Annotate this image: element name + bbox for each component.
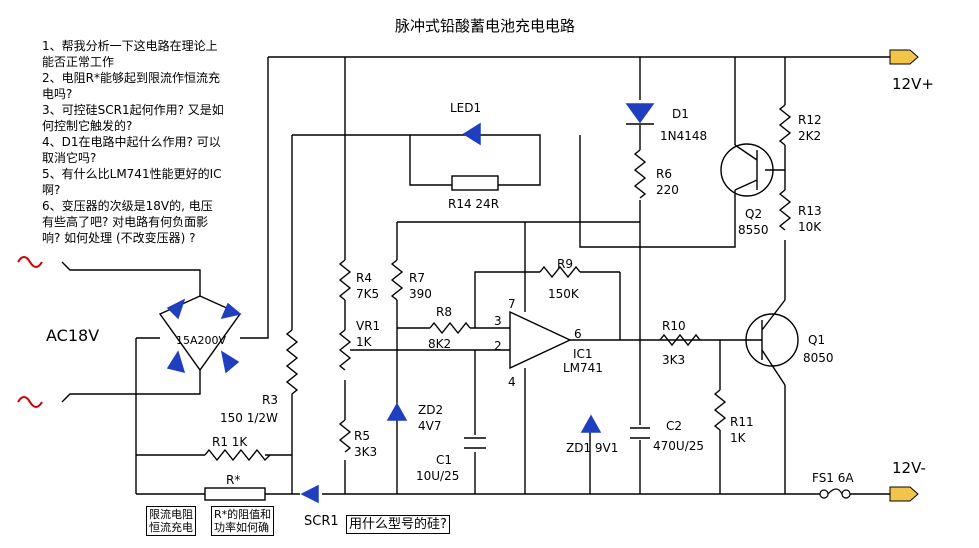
label-r8-value: 8K2: [428, 337, 452, 351]
label-r6: R6: [656, 167, 672, 181]
note-scr-question: 用什么型号的硅?: [349, 517, 447, 532]
ac-bottom-icon: [17, 396, 43, 408]
label-r3-value: 150 1/2W: [220, 411, 278, 425]
label-r12-value: 2K2: [798, 129, 822, 143]
label-led1: LED1: [450, 101, 482, 115]
label-ic1: IC1: [573, 347, 593, 361]
label-r11: R11: [730, 415, 754, 429]
zigzags: [204, 104, 792, 462]
label-r11-value: 1K: [730, 431, 746, 445]
diagram-title: 脉冲式铅酸蓄电池充电电路: [395, 17, 576, 35]
question-line: 6、变压器的次级是18V的, 电压: [42, 199, 213, 213]
diodes: [166, 103, 655, 504]
label-r5-value: 3K3: [354, 445, 378, 459]
label-c2-value: 470U/25: [653, 439, 704, 453]
label-r4: R4: [356, 271, 372, 285]
label-pin2: 2: [494, 339, 502, 353]
label-r9: R9: [557, 257, 573, 271]
question-line: 能否正常工作: [42, 55, 115, 69]
question-line: 何控制它触发的?: [42, 119, 133, 133]
ac-top-icon: [17, 256, 43, 268]
label-r4-value: 7K5: [356, 287, 380, 301]
question-line: 啊?: [42, 183, 61, 197]
label-r1: R1 1K: [212, 435, 248, 449]
label-pin7: 7: [508, 297, 516, 311]
label-r3: R3: [262, 393, 278, 407]
wires: [61, 56, 890, 495]
label-c2: C2: [666, 419, 683, 433]
note-limit-box: 限流电阻 恒流充电: [146, 506, 196, 536]
resistors: [204, 175, 499, 501]
r14-body: [451, 175, 499, 191]
note-limit-line1: 限流电阻: [149, 508, 193, 521]
question-line: 3、可控硅SCR1起何作用? 又是如: [42, 103, 224, 117]
transistors: [720, 143, 799, 386]
label-r7: R7: [409, 271, 425, 285]
ac-symbols: [17, 256, 43, 408]
capacitors: [464, 427, 650, 449]
label-c1: C1: [436, 453, 453, 467]
label-q1: Q1: [808, 333, 826, 347]
label-r14: R14 24R: [448, 197, 500, 211]
label-r10-value: 3K3: [662, 353, 686, 367]
label-fs1: FS1 6A: [812, 471, 854, 485]
label-r5: R5: [354, 429, 370, 443]
note-scr-box: 用什么型号的硅?: [346, 515, 450, 534]
question-line: 4、D1在电路中起什么作用? 可以: [42, 135, 221, 149]
label-zd2-value: 4V7: [418, 419, 442, 433]
label-r13: R13: [798, 204, 822, 218]
note-rstar-line2: 功率如何确: [214, 521, 269, 534]
note-limit-line2: 恒流充电: [149, 521, 193, 534]
fuse: [819, 488, 851, 499]
label-r8: R8: [436, 305, 452, 319]
question-line: 电吗?: [42, 87, 73, 101]
label-zd1: ZD1 9V1: [566, 441, 619, 455]
bridge-label: 15A200V: [176, 334, 227, 347]
label-ic1-value: LM741: [563, 361, 603, 375]
question-line: 有些高了吧? 对电路有何负面影: [42, 215, 209, 229]
label-r7-value: 390: [409, 287, 432, 301]
label-d1-value: 1N4148: [660, 129, 708, 143]
label-pin3: 3: [494, 314, 502, 328]
label-r10: R10: [662, 319, 686, 333]
label-r12: R12: [798, 113, 822, 127]
question-line: 取消它吗?: [42, 151, 97, 165]
question-line: 5、有什么比LM741性能更好的IC: [42, 167, 222, 181]
terminals: [889, 49, 919, 502]
label-rstar: R*: [226, 473, 241, 487]
label-zd2: ZD2: [418, 403, 444, 417]
rstar-body: [204, 487, 266, 501]
note-rstar-line1: R*的阻值和: [214, 508, 272, 521]
question-line: 2、电阻R*能够起到限流作恒流充: [42, 71, 220, 85]
label-r13-value: 10K: [798, 220, 822, 234]
terminal-neg-label: 12V-: [892, 459, 926, 477]
ac-label: AC18V: [46, 326, 100, 345]
question-line: 响? 如何处理 (不改变压器) ?: [42, 231, 196, 245]
label-q2-value: 8550: [738, 223, 769, 237]
label-q1-value: 8050: [803, 351, 834, 365]
label-c1-value: 10U/25: [416, 469, 460, 483]
label-pin6: 6: [574, 327, 582, 341]
label-r6-value: 220: [656, 183, 679, 197]
label-vr1: VR1: [356, 319, 381, 333]
question-line: 1、帮我分析一下这电路在理论上: [42, 39, 218, 53]
label-scr1: SCR1: [304, 514, 339, 529]
label-r9-value: 150K: [548, 287, 579, 301]
note-rstar-box: R*的阻值和 功率如何确: [211, 506, 275, 536]
label-pin4: 4: [508, 375, 516, 389]
label-vr1-value: 1K: [356, 335, 372, 349]
terminal-pos-label: 12V+: [892, 75, 934, 93]
label-q2: Q2: [745, 207, 763, 221]
label-d1: D1: [672, 107, 689, 121]
